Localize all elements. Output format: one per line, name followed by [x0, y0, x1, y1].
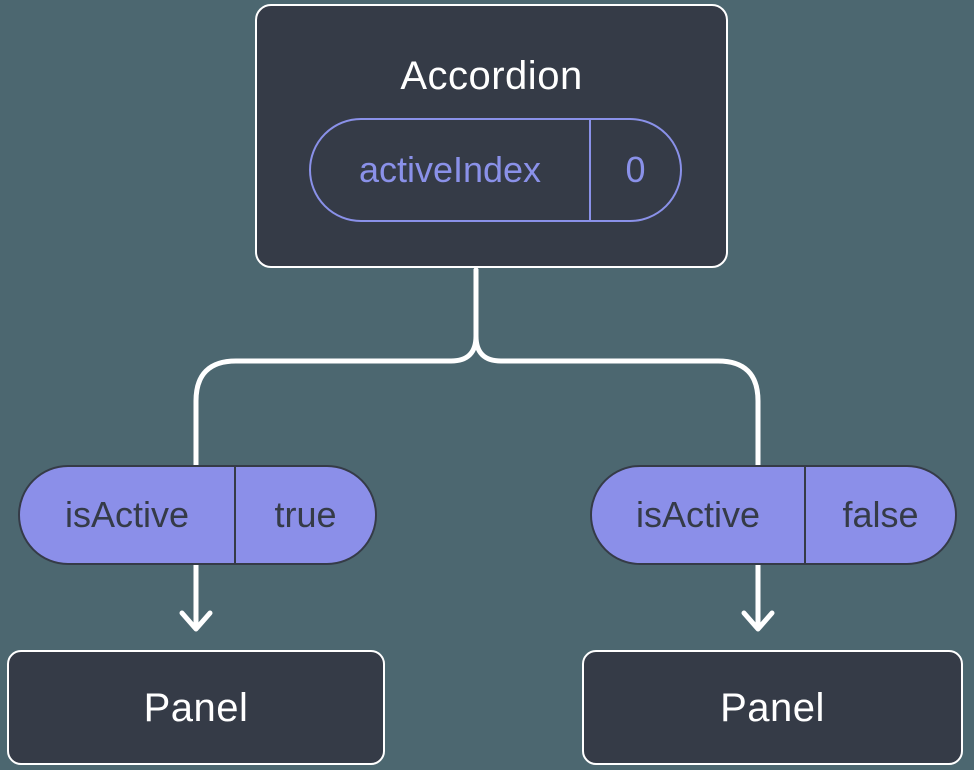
panel-node-right: Panel [582, 650, 963, 765]
arrow-down-icon-right [741, 610, 775, 632]
arrow-down-icon-left [179, 610, 213, 632]
connector-right-branch [473, 267, 761, 629]
connector-left-branch [193, 267, 479, 629]
prop-pill-left: isActive true [18, 465, 377, 565]
prop-pill-right: isActive false [590, 465, 957, 565]
panel-node-left: Panel [7, 650, 385, 765]
accordion-node: Accordion activeIndex 0 [255, 4, 728, 268]
state-name: activeIndex [358, 149, 542, 190]
prop-name-right: isActive [635, 494, 761, 535]
prop-value-left: true [234, 467, 375, 563]
accordion-node-title: Accordion [400, 54, 583, 98]
prop-name-left: isActive [64, 494, 190, 535]
state-pill: activeIndex 0 [309, 118, 682, 222]
panel-node-left-title: Panel [143, 685, 249, 730]
state-value: 0 [589, 120, 680, 220]
prop-value-right: false [804, 467, 955, 563]
panel-node-right-title: Panel [720, 685, 825, 730]
